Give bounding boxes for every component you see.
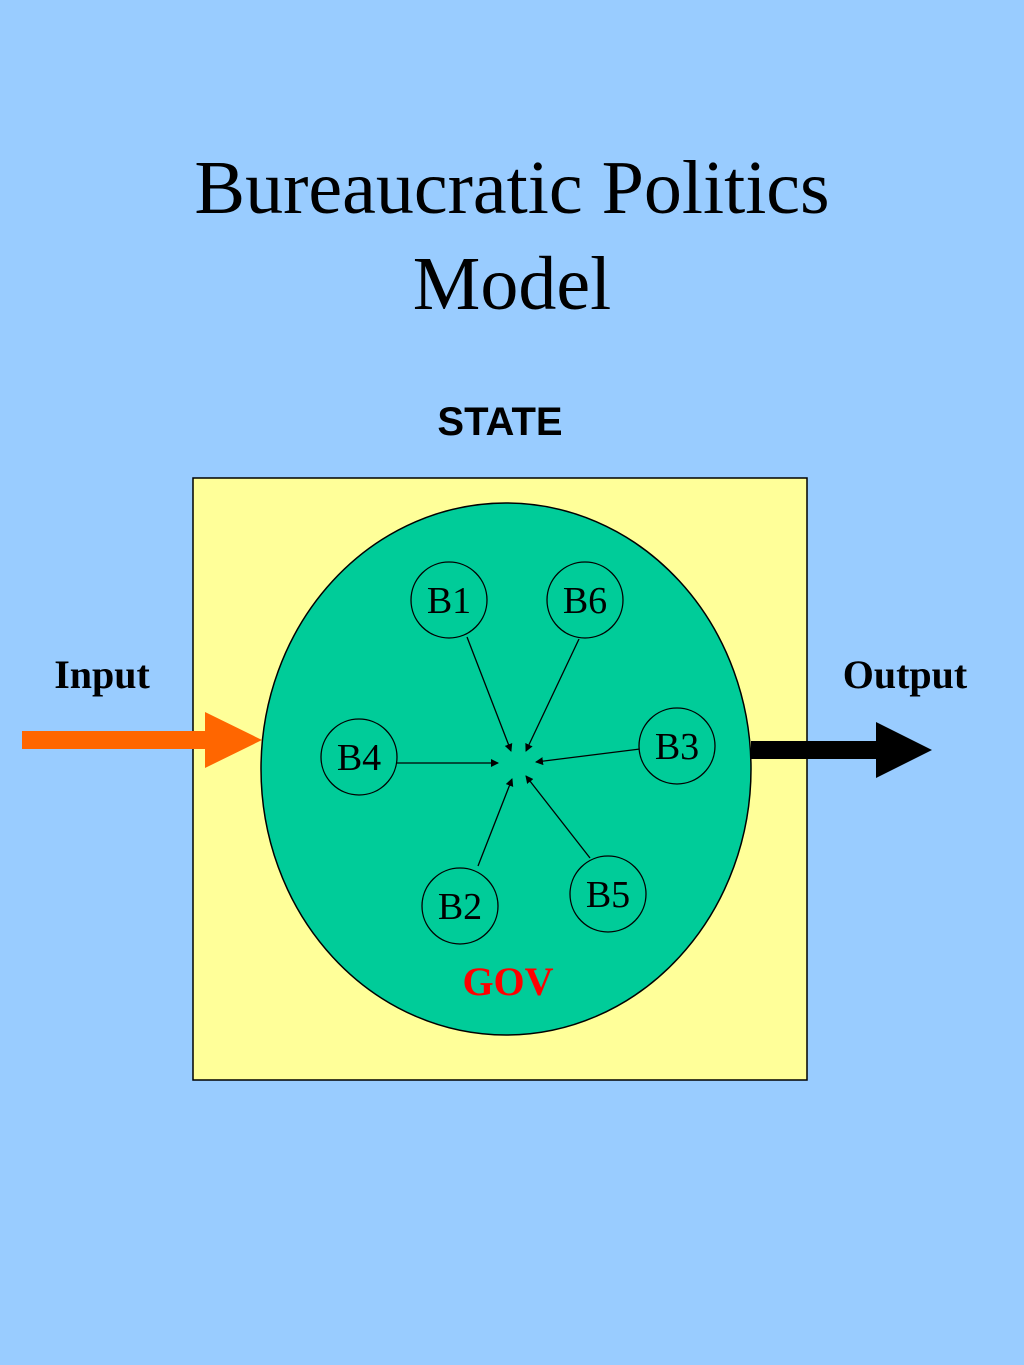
title-line-2: Model xyxy=(412,242,612,326)
node-b4: B4 xyxy=(320,718,398,796)
input-arrow xyxy=(22,712,262,768)
node-b1: B1 xyxy=(410,561,488,639)
node-b5: B5 xyxy=(569,855,647,933)
node-b6: B6 xyxy=(546,561,624,639)
node-b2: B2 xyxy=(421,867,499,945)
output-label: Output xyxy=(843,652,968,697)
node-b5-label: B5 xyxy=(586,874,630,916)
arrow-b1 xyxy=(466,636,513,752)
arrow-b6 xyxy=(525,638,580,752)
node-b2-label: B2 xyxy=(438,886,482,928)
node-b3: B3 xyxy=(638,707,716,785)
arrow-b2 xyxy=(477,778,514,867)
node-b4-label: B4 xyxy=(337,737,381,779)
arrow-b5 xyxy=(525,775,591,859)
state-label: STATE xyxy=(437,400,562,444)
output-arrow xyxy=(751,722,932,778)
title-line-1: Bureaucratic Politics xyxy=(194,146,830,230)
node-b1-label: B1 xyxy=(427,580,471,622)
arrow-b3 xyxy=(535,748,641,766)
input-label: Input xyxy=(54,652,150,697)
gov-label: GOV xyxy=(462,959,553,1004)
node-b3-label: B3 xyxy=(655,726,699,768)
slide-title: Bureaucratic Politics Model xyxy=(0,140,1024,332)
node-b6-label: B6 xyxy=(563,580,607,622)
